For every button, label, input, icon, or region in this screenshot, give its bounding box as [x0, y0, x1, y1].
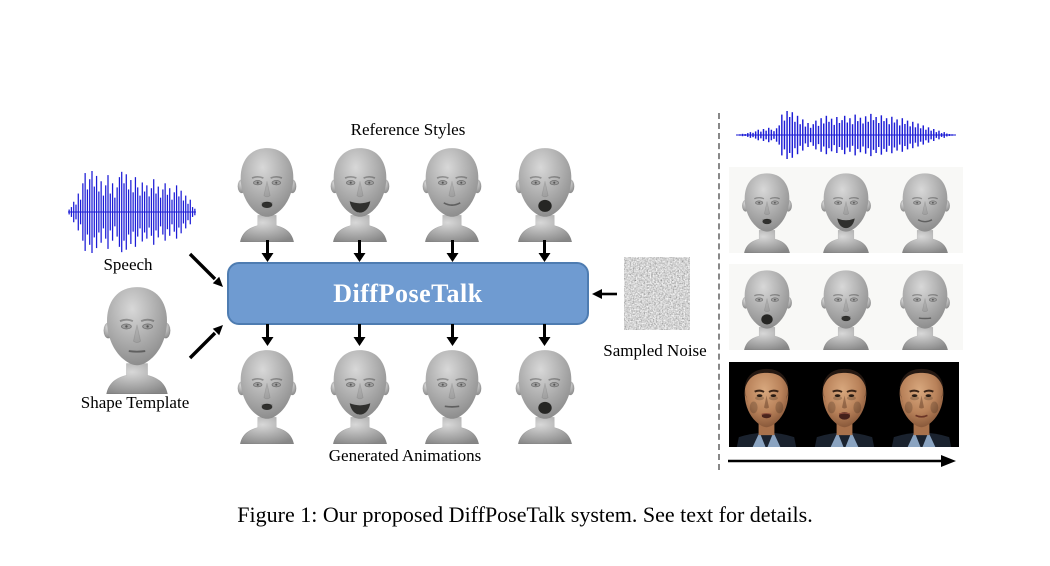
- mesh-head-image: [741, 270, 793, 350]
- mesh-head-image: [515, 350, 575, 444]
- mesh-head-image: [103, 287, 171, 394]
- result-speech-waveform: [736, 110, 956, 160]
- mesh-head-image: [330, 350, 390, 444]
- arrow-down-icon: [261, 240, 273, 262]
- arrow-template-to-box-icon: [188, 325, 223, 360]
- diffposetalk-box-label: DiffPoseTalk: [333, 278, 483, 308]
- mesh-head-image: [422, 148, 482, 242]
- section-divider: [718, 113, 720, 470]
- arrow-noise-to-box-icon: [592, 289, 617, 299]
- arrow-down-icon: [261, 324, 273, 346]
- arrows-out-of-box: [225, 324, 587, 346]
- rendered-faces-strip: [729, 362, 959, 447]
- generated-heads-row: [225, 347, 587, 444]
- figure-caption: Figure 1: Our proposed DiffPoseTalk syst…: [237, 502, 813, 527]
- mesh-head-image: [237, 148, 297, 242]
- speech-label: Speech: [103, 255, 153, 274]
- mesh-head-image: [820, 270, 872, 350]
- shape-template-image: [90, 281, 184, 394]
- mesh-head-image: [330, 148, 390, 242]
- reference-heads-row: [225, 143, 587, 242]
- result-heads-row-2: [729, 264, 963, 350]
- arrow-down-icon: [446, 324, 459, 346]
- timeline-arrow-icon: [728, 455, 956, 467]
- arrows-into-box: [225, 240, 587, 262]
- speech-waveform: [68, 170, 196, 254]
- mesh-head-image: [515, 148, 575, 242]
- reference-styles-label: Reference Styles: [350, 120, 466, 139]
- arrow-down-icon: [353, 324, 366, 346]
- shape-template-label: Shape Template: [80, 393, 190, 412]
- arrow-down-icon: [538, 324, 551, 346]
- diffposetalk-box: DiffPoseTalk: [227, 262, 589, 325]
- rendered-face-image: [729, 362, 804, 447]
- sampled-noise-label: Sampled Noise: [603, 341, 707, 360]
- mesh-head-image: [899, 173, 951, 253]
- generated-animations-label: Generated Animations: [328, 446, 482, 465]
- sampled-noise-image: [624, 257, 690, 330]
- rendered-face-image: [806, 362, 882, 447]
- mesh-head-image: [820, 173, 872, 253]
- result-heads-row-1: [729, 167, 963, 253]
- mesh-head-image: [741, 173, 793, 253]
- mesh-head-image: [237, 350, 297, 444]
- mesh-head-image: [422, 350, 482, 444]
- mesh-head-image: [899, 270, 951, 350]
- arrow-speech-to-box-icon: [188, 252, 223, 287]
- arrow-down-icon: [446, 240, 459, 262]
- arrow-down-icon: [353, 240, 366, 262]
- rendered-face-image: [884, 362, 959, 447]
- arrow-down-icon: [538, 240, 551, 262]
